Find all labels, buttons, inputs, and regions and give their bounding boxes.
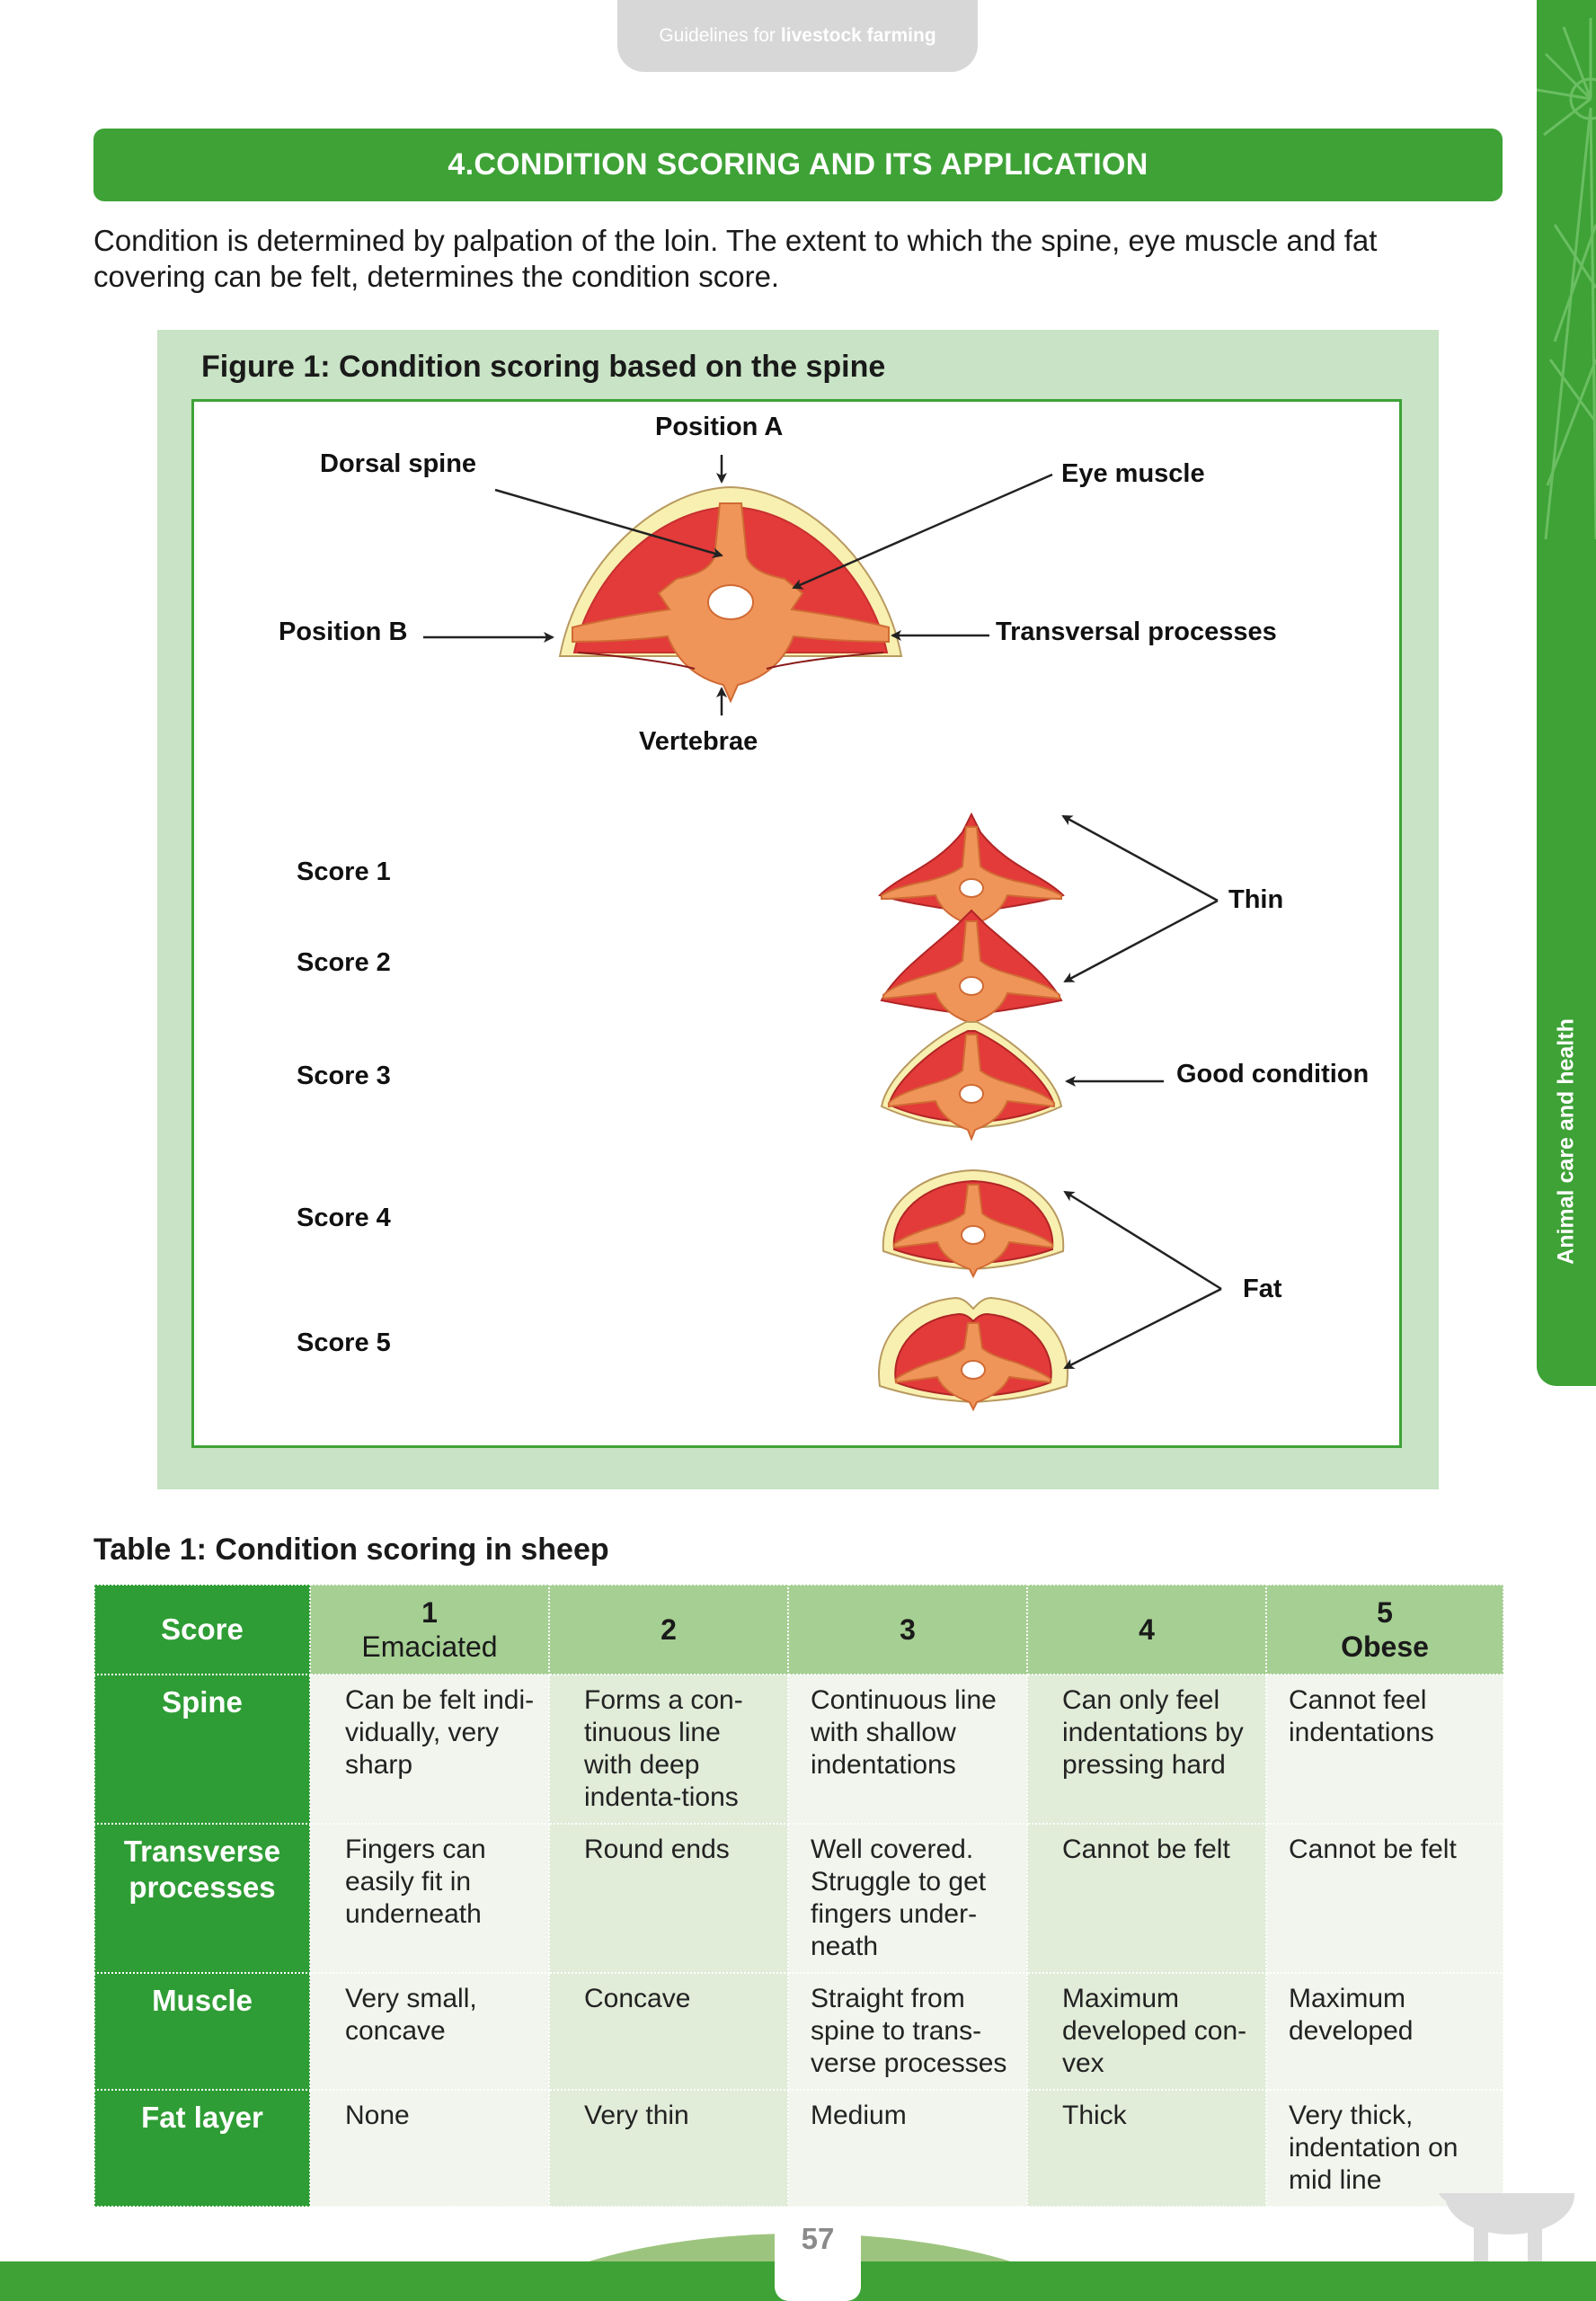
label-eye-muscle: Eye muscle — [1061, 459, 1205, 488]
section-title: 4.CONDITION SCORING AND ITS APPLICATION — [93, 129, 1503, 201]
score-label-5: Score 5 — [297, 1328, 391, 1357]
figure-diagram: Position A Dorsal spine Eye muscle Posit… — [279, 413, 1369, 1412]
group-label-fat: Fat — [1243, 1275, 1282, 1303]
score-2-cross-section — [880, 909, 1063, 1034]
label-position-b: Position B — [279, 617, 407, 646]
figure-caption: Figure 1: Condition scoring based on the… — [201, 350, 886, 384]
score-3-cross-section — [880, 1021, 1063, 1142]
table-row: Muscle Very small, concave Concave Strai… — [93, 1972, 1504, 2091]
main-cross-section — [558, 485, 903, 704]
windmill-icon — [1537, 18, 1596, 540]
table-cell: Maximum developed con-vex — [1026, 1972, 1267, 2091]
table-caption: Table 1: Condition scoring in sheep — [93, 1533, 609, 1567]
table-cell: Forms a con-tinuous line with deep inden… — [548, 1674, 789, 1825]
page-number: 57 — [801, 2222, 835, 2255]
group-label-good: Good condition — [1176, 1060, 1369, 1088]
score-label-3: Score 3 — [297, 1062, 391, 1090]
score-5-cross-section — [878, 1296, 1068, 1412]
label-vertebrae: Vertebrae — [639, 727, 758, 756]
header-col-3: 3 — [787, 1584, 1028, 1675]
table-cell: Maximum developed — [1265, 1972, 1504, 2091]
score-label-2: Score 2 — [297, 948, 391, 977]
table-row: Transverse processes Fingers can easily … — [93, 1823, 1504, 1974]
score-label-4: Score 4 — [297, 1204, 391, 1232]
table-cell: Thick — [1026, 2089, 1267, 2208]
table-cell: Very small, concave — [309, 1972, 550, 2091]
score-4-cross-section — [882, 1168, 1065, 1279]
label-dorsal-spine: Dorsal spine — [320, 449, 476, 478]
label-transversal-processes: Transversal processes — [996, 617, 1277, 646]
table-cell: Very thin — [548, 2089, 789, 2208]
table-cell: Straight from spine to trans-verse proce… — [787, 1972, 1028, 2091]
table-cell: Continuous line with shallow indentation… — [787, 1674, 1028, 1825]
table-cell: Well covered. Struggle to get fingers un… — [787, 1823, 1028, 1974]
table-cell: None — [309, 2089, 550, 2208]
table-cell: Very thick, indentation on mid line — [1265, 2089, 1504, 2208]
table-row: Fat layer None Very thin Medium Thick Ve… — [93, 2089, 1504, 2208]
row-label-spine: Spine — [93, 1674, 311, 1825]
side-tab-label: Animal care and health — [1553, 1018, 1579, 1265]
table-cell: Fingers can easily fit in underneath — [309, 1823, 550, 1974]
running-header-prefix: Guidelines for — [659, 25, 776, 46]
table-row: Spine Can be felt indi-vidually, very sh… — [93, 1674, 1504, 1825]
header-col-4: 4 — [1026, 1584, 1267, 1675]
score-label-1: Score 1 — [297, 857, 391, 886]
table-cell: Cannot be felt — [1265, 1823, 1504, 1974]
row-label-transverse-processes: Transverse processes — [93, 1823, 311, 1974]
running-header: Guidelines for livestock farming — [617, 0, 978, 72]
running-header-bold: livestock farming — [780, 25, 936, 46]
side-band — [1537, 0, 1596, 1386]
sheep-icon — [1438, 2193, 1574, 2261]
table-cell: Medium — [787, 2089, 1028, 2208]
table-cell: Cannot feel indentations — [1265, 1674, 1504, 1825]
label-position-a: Position A — [655, 413, 783, 441]
header-col-2: 2 — [548, 1584, 789, 1675]
row-label-fat-layer: Fat layer — [93, 2089, 311, 2208]
table-cell: Concave — [548, 1972, 789, 2091]
table-cell: Cannot be felt — [1026, 1823, 1267, 1974]
intro-paragraph: Condition is determined by palpation of … — [93, 224, 1378, 293]
row-label-muscle: Muscle — [93, 1972, 311, 2091]
table-cell: Can be felt indi-vidually, very sharp — [309, 1674, 550, 1825]
header-score-label: Score — [93, 1584, 311, 1675]
table-cell: Can only feel indentations by pressing h… — [1026, 1674, 1267, 1825]
table-cell: Round ends — [548, 1823, 789, 1974]
group-label-thin: Thin — [1228, 885, 1283, 914]
footer-band — [0, 2193, 1596, 2301]
